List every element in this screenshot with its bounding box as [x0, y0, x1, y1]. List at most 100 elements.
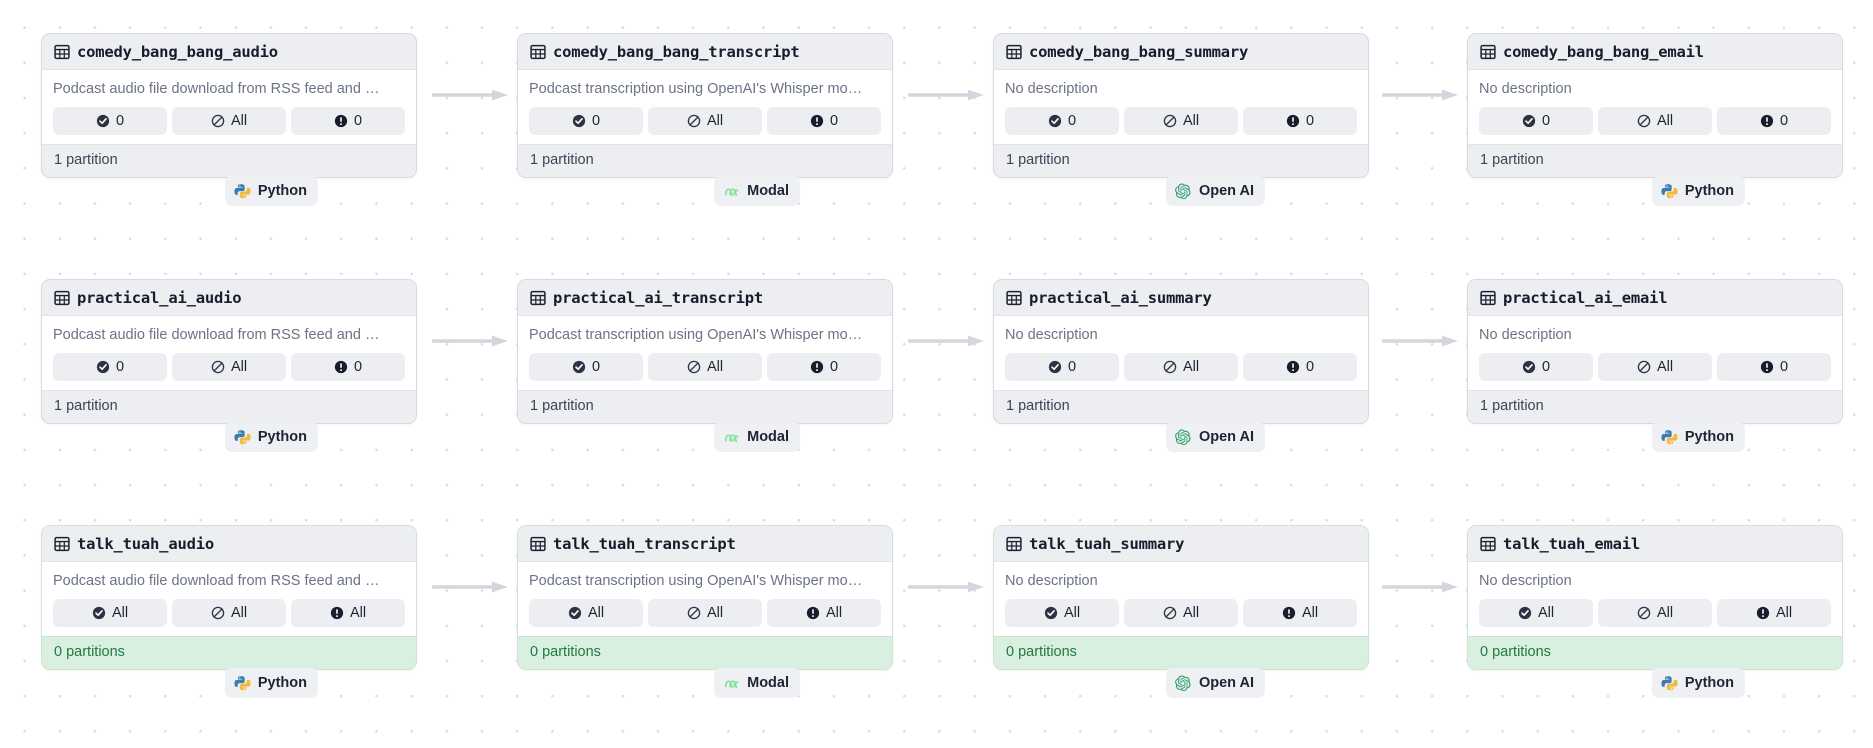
node-header[interactable]: practical_ai_audio: [42, 280, 416, 316]
compute-kind-tag-python[interactable]: Python: [224, 176, 318, 206]
node-header[interactable]: talk_tuah_audio: [42, 526, 416, 562]
stat-chip-slash-circle[interactable]: All: [1598, 599, 1712, 628]
stat-chip-slash-circle[interactable]: All: [648, 599, 762, 628]
compute-kind-tag-open-ai[interactable]: Open AI: [1165, 176, 1265, 206]
stat-chip-slash-circle[interactable]: All: [172, 107, 286, 136]
stat-chip-alert-circle[interactable]: All: [767, 599, 881, 628]
stat-chip-check-circle[interactable]: 0: [1005, 353, 1119, 382]
stat-chip-alert-circle[interactable]: 0: [1717, 353, 1831, 382]
node-header[interactable]: talk_tuah_summary: [994, 526, 1368, 562]
stat-chip-slash-circle[interactable]: All: [1598, 107, 1712, 136]
node-title: practical_ai_transcript: [553, 289, 764, 307]
compute-kind-tag-open-ai[interactable]: Open AI: [1165, 668, 1265, 698]
stat-chip-alert-circle[interactable]: All: [1717, 599, 1831, 628]
node-header[interactable]: comedy_bang_bang_summary: [994, 34, 1368, 70]
modal-icon: [723, 183, 740, 200]
node-title: practical_ai_audio: [77, 289, 242, 307]
stat-chip-check-circle[interactable]: All: [529, 599, 643, 628]
node-body: Podcast transcription using OpenAI's Whi…: [518, 70, 892, 145]
stat-chip-alert-circle[interactable]: All: [291, 599, 405, 628]
compute-kind-tag-python[interactable]: Python: [1651, 176, 1745, 206]
node-header[interactable]: comedy_bang_bang_transcript: [518, 34, 892, 70]
stat-chip-slash-circle[interactable]: All: [1124, 353, 1238, 382]
node-header[interactable]: practical_ai_transcript: [518, 280, 892, 316]
table-grid-icon: [1480, 290, 1496, 306]
compute-kind-tag-modal[interactable]: Modal: [714, 422, 800, 452]
node-description: Podcast audio file download from RSS fee…: [53, 573, 380, 589]
node-description: No description: [1479, 81, 1572, 97]
tag-label: Python: [1684, 675, 1734, 691]
edge-talk_tuah-0: [432, 581, 508, 593]
node-header[interactable]: talk_tuah_transcript: [518, 526, 892, 562]
check-circle-icon: [1522, 114, 1536, 128]
stat-chip-slash-circle[interactable]: All: [172, 599, 286, 628]
stat-chip-slash-circle[interactable]: All: [1124, 599, 1238, 628]
node-header[interactable]: talk_tuah_email: [1468, 526, 1842, 562]
stat-chip-check-circle[interactable]: 0: [1005, 107, 1119, 136]
stat-chip-check-circle[interactable]: 0: [529, 107, 643, 136]
stat-chip-alert-circle[interactable]: 0: [1243, 107, 1357, 136]
stat-chip-check-circle[interactable]: All: [53, 599, 167, 628]
compute-kind-tag-open-ai[interactable]: Open AI: [1165, 422, 1265, 452]
compute-kind-tag-modal[interactable]: Modal: [714, 176, 800, 206]
stat-chip-alert-circle[interactable]: 0: [1717, 107, 1831, 136]
node-header[interactable]: practical_ai_email: [1468, 280, 1842, 316]
check-circle-icon: [1044, 606, 1058, 620]
slash-circle-icon: [1163, 114, 1177, 128]
stat-chip-slash-circle[interactable]: All: [648, 353, 762, 382]
stat-chip-check-circle[interactable]: 0: [53, 353, 167, 382]
stat-chip-check-circle[interactable]: 0: [53, 107, 167, 136]
stat-chip-slash-circle[interactable]: All: [1598, 353, 1712, 382]
stat-value: 0: [115, 358, 125, 375]
table-grid-icon: [54, 44, 70, 60]
node-title: talk_tuah_email: [1503, 535, 1640, 553]
stat-value: All: [230, 604, 248, 621]
stat-chip-slash-circle[interactable]: All: [1124, 107, 1238, 136]
slash-circle-icon: [1163, 606, 1177, 620]
edge-comedy_bang_bang-0: [432, 89, 508, 101]
stat-chip-check-circle[interactable]: 0: [1479, 353, 1593, 382]
check-circle-icon: [1048, 360, 1062, 374]
stat-chip-alert-circle[interactable]: All: [1243, 599, 1357, 628]
stat-value: 0: [829, 358, 839, 375]
stat-chip-check-circle[interactable]: All: [1479, 599, 1593, 628]
compute-kind-tag-python[interactable]: Python: [1651, 422, 1745, 452]
stat-chip-check-circle[interactable]: 0: [1479, 107, 1593, 136]
alert-circle-icon: [1756, 606, 1770, 620]
node-header[interactable]: comedy_bang_bang_audio: [42, 34, 416, 70]
node-partition-footer: 1 partition: [994, 390, 1368, 424]
slash-circle-icon: [1637, 114, 1651, 128]
stat-chip-alert-circle[interactable]: 0: [291, 107, 405, 136]
compute-kind-tag-python[interactable]: Python: [224, 668, 318, 698]
compute-kind-tag-python[interactable]: Python: [224, 422, 318, 452]
compute-kind-tag-python[interactable]: Python: [1651, 668, 1745, 698]
node-header[interactable]: comedy_bang_bang_email: [1468, 34, 1842, 70]
stat-chip-slash-circle[interactable]: All: [172, 353, 286, 382]
compute-kind-tag-modal[interactable]: Modal: [714, 668, 800, 698]
stat-chip-alert-circle[interactable]: 0: [1243, 353, 1357, 382]
stat-value: 0: [1067, 112, 1077, 129]
stat-chip-alert-circle[interactable]: 0: [291, 353, 405, 382]
stat-chip-slash-circle[interactable]: All: [648, 107, 762, 136]
node-description: Podcast transcription using OpenAI's Whi…: [529, 573, 863, 589]
stat-chip-alert-circle[interactable]: 0: [767, 353, 881, 382]
stat-chip-check-circle[interactable]: 0: [529, 353, 643, 382]
node-header[interactable]: practical_ai_summary: [994, 280, 1368, 316]
node-description: No description: [1005, 573, 1098, 589]
stat-chip-alert-circle[interactable]: 0: [767, 107, 881, 136]
stat-chip-check-circle[interactable]: All: [1005, 599, 1119, 628]
